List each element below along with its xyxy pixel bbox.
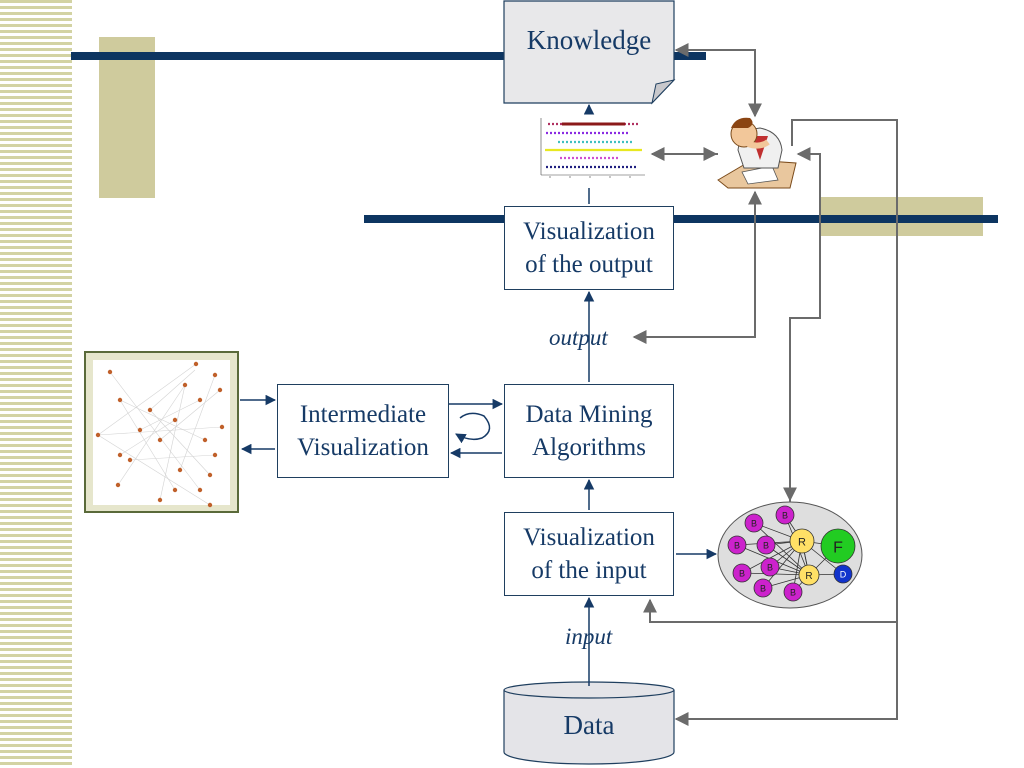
data-mining-algorithms-label: Data Mining Algorithms <box>525 401 653 461</box>
output-edge-label: output <box>549 325 608 350</box>
graph-node-label: D <box>840 569 847 579</box>
graph-node-b <box>783 582 803 602</box>
loop-arrow <box>455 412 491 444</box>
intermediate-visualization-label: Intermediate Visualization <box>297 401 429 461</box>
graph-node-label: B <box>767 562 773 572</box>
mid-rule <box>364 215 998 223</box>
data-mining-algorithms-box[interactable]: Data Mining Algorithms <box>504 384 674 478</box>
visualization-of-output-box[interactable]: Visualization of the output <box>504 206 674 290</box>
graph-node-label: R <box>798 537 806 549</box>
graph-node-d <box>833 564 853 584</box>
graph-node-b <box>775 505 795 525</box>
graph-node-r <box>798 564 820 586</box>
striped-margin <box>0 0 72 768</box>
graph-node-label: B <box>763 540 769 550</box>
graph-node-b <box>744 513 764 533</box>
graph-node-f <box>820 528 856 564</box>
graph-node-b <box>760 557 780 577</box>
visualization-of-input-label: Visualization of the input <box>523 524 655 584</box>
graph-node-label: R <box>805 571 812 582</box>
knowledge-label: Knowledge <box>526 25 652 55</box>
data-label: Data <box>563 710 615 740</box>
intermediate-visualization-box[interactable]: Intermediate Visualization <box>277 384 449 478</box>
accent-block-left <box>99 37 155 198</box>
visualization-of-output-label: Visualization of the output <box>523 218 655 278</box>
graph-node-b <box>727 535 747 555</box>
graph-node-label: B <box>760 583 766 593</box>
visualization-of-input-box[interactable]: Visualization of the input <box>504 512 674 596</box>
graph-node-r <box>789 528 815 554</box>
graph-node-label: B <box>739 568 745 578</box>
input-edge-label: input <box>565 624 613 649</box>
graph-node-label: B <box>790 587 796 597</box>
graph-node-label: B <box>782 510 788 520</box>
graph-node-label: B <box>751 518 757 528</box>
graph-node-b <box>732 563 752 583</box>
graph-node-b <box>753 578 773 598</box>
top-rule <box>71 52 706 60</box>
graph-node-b <box>756 535 776 555</box>
graph-node-label: B <box>734 540 740 550</box>
graph-node-label: F <box>833 539 843 556</box>
